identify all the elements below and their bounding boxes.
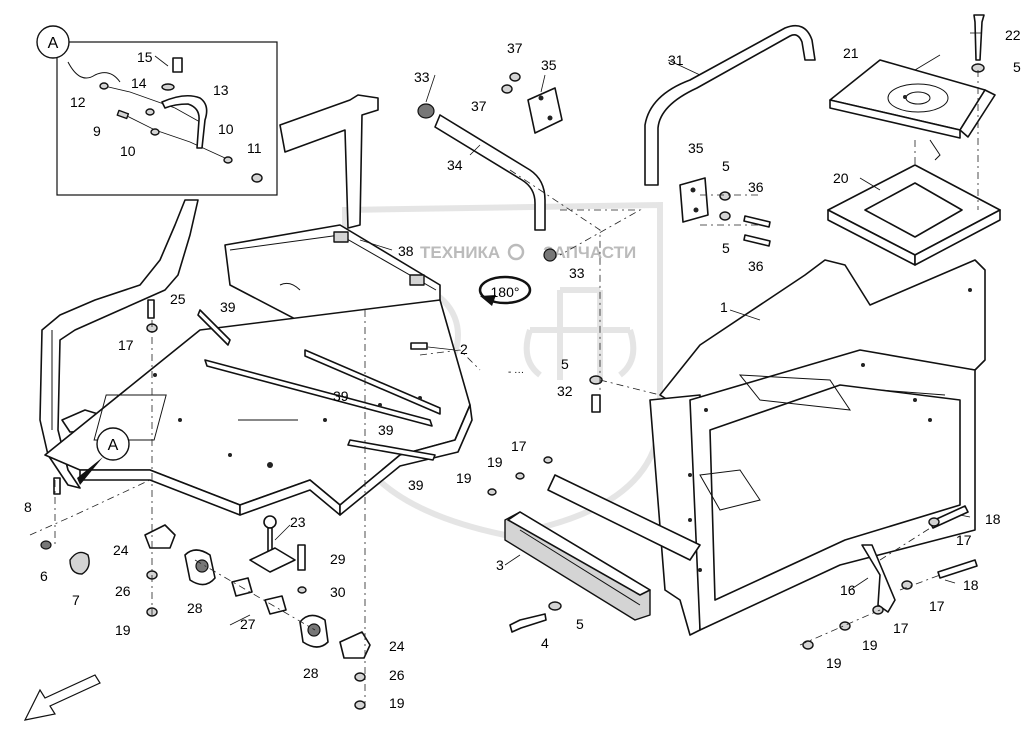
callout-25: 25 [170,291,186,307]
callout-20: 20 [833,170,849,186]
callout-35b: 35 [688,140,704,156]
callout-14: 14 [131,75,147,91]
left-rollbar-frame [39,94,379,489]
callout-22: 22 [1005,27,1021,43]
watermark-text-left: ТЕХНИКА [420,243,500,262]
callout-17b: 17 [511,438,527,454]
callout-26a: 26 [115,583,131,599]
callout-32: 32 [557,383,573,399]
callout-26b: 26 [389,667,405,683]
callout-30: 30 [330,584,346,600]
callout-19c: 19 [115,622,131,638]
lower-left-parts [40,515,371,710]
callout-17a: 17 [118,337,134,353]
callout-5c: 5 [1013,59,1021,75]
callout-19e: 19 [862,637,878,653]
seat-swivel-plate [829,59,996,161]
side-rail [504,474,701,621]
rotation-label: 180° [491,284,520,300]
callout-28b: 28 [303,665,319,681]
callout-18a: 18 [985,511,1001,527]
callout-35a: 35 [541,57,557,73]
callout-7: 7 [72,592,80,608]
center-hardware [53,299,603,633]
callout-23: 23 [290,514,306,530]
callout-19a: 19 [487,454,503,470]
seat-pad [827,164,1001,266]
callout-24a: 24 [113,542,129,558]
callout-5b: 5 [722,240,730,256]
callout-leaders [229,32,982,626]
callout-29: 29 [330,551,346,567]
callout-21: 21 [843,45,859,61]
grab-bar [644,24,816,223]
callout-37b: 37 [471,98,487,114]
callout-36a: 36 [748,179,764,195]
cab-frame [649,259,986,636]
callout-31: 31 [668,52,684,68]
callout-24b: 24 [389,638,405,654]
callout-33b: 33 [569,265,585,281]
forward-direction-arrow [23,674,101,721]
callout-13: 13 [213,82,229,98]
callout-19d: 19 [389,695,405,711]
callout-38: 38 [398,243,414,259]
callout-33a: 33 [414,69,430,85]
callout-17d: 17 [929,598,945,614]
callout-6: 6 [40,568,48,584]
callout-19f: 19 [826,655,842,671]
mark-dashes: - ··· [508,367,524,378]
callout-39c: 39 [378,422,394,438]
gear-icon [507,243,525,261]
step-bracket [802,505,978,650]
callout-39b: 39 [333,388,349,404]
floor-platform [44,299,473,516]
callout-28a: 28 [187,600,203,616]
callout-11: 11 [247,140,262,156]
callout-17e: 17 [893,620,909,636]
callout-5d: 5 [561,356,569,372]
callout-16: 16 [840,582,856,598]
assembly-lines [29,70,979,710]
callout-37a: 37 [507,40,523,56]
callout-19b: 19 [456,470,472,486]
callout-3: 3 [496,557,504,573]
detail-callouts: 15 14 12 13 9 10 10 11 [70,49,262,159]
callout-17c: 17 [956,532,972,548]
detail-marker-top: A [48,35,59,52]
watermark-text-right: ЗАПЧАСТИ [543,243,636,262]
callout-34: 34 [447,157,463,173]
callout-18b: 18 [963,577,979,593]
main-callouts: 37 37 35 33 34 31 35 5 5 36 36 22 5 21 2… [24,27,1021,711]
callout-10b: 10 [120,143,136,159]
callout-1: 1 [720,299,728,315]
callout-10a: 10 [218,121,234,137]
callout-2: 2 [460,341,468,357]
callout-9: 9 [93,123,101,139]
callout-8: 8 [24,499,32,515]
upper-right-hardware [719,14,985,247]
callout-12: 12 [70,94,86,110]
detail-a-box: A [36,25,278,196]
callout-15: 15 [137,49,153,65]
callout-36b: 36 [748,258,764,274]
callout-5a: 5 [722,158,730,174]
handle-rail [417,72,563,262]
callout-39a: 39 [220,299,236,315]
detail-marker-locator: A [108,437,119,454]
callout-5e: 5 [576,616,584,632]
rotate-180-symbol: 180° [478,275,532,306]
callout-4: 4 [541,635,549,651]
callout-27: 27 [240,616,256,632]
callout-39d: 39 [408,477,424,493]
detail-a-locator: A [77,427,130,485]
